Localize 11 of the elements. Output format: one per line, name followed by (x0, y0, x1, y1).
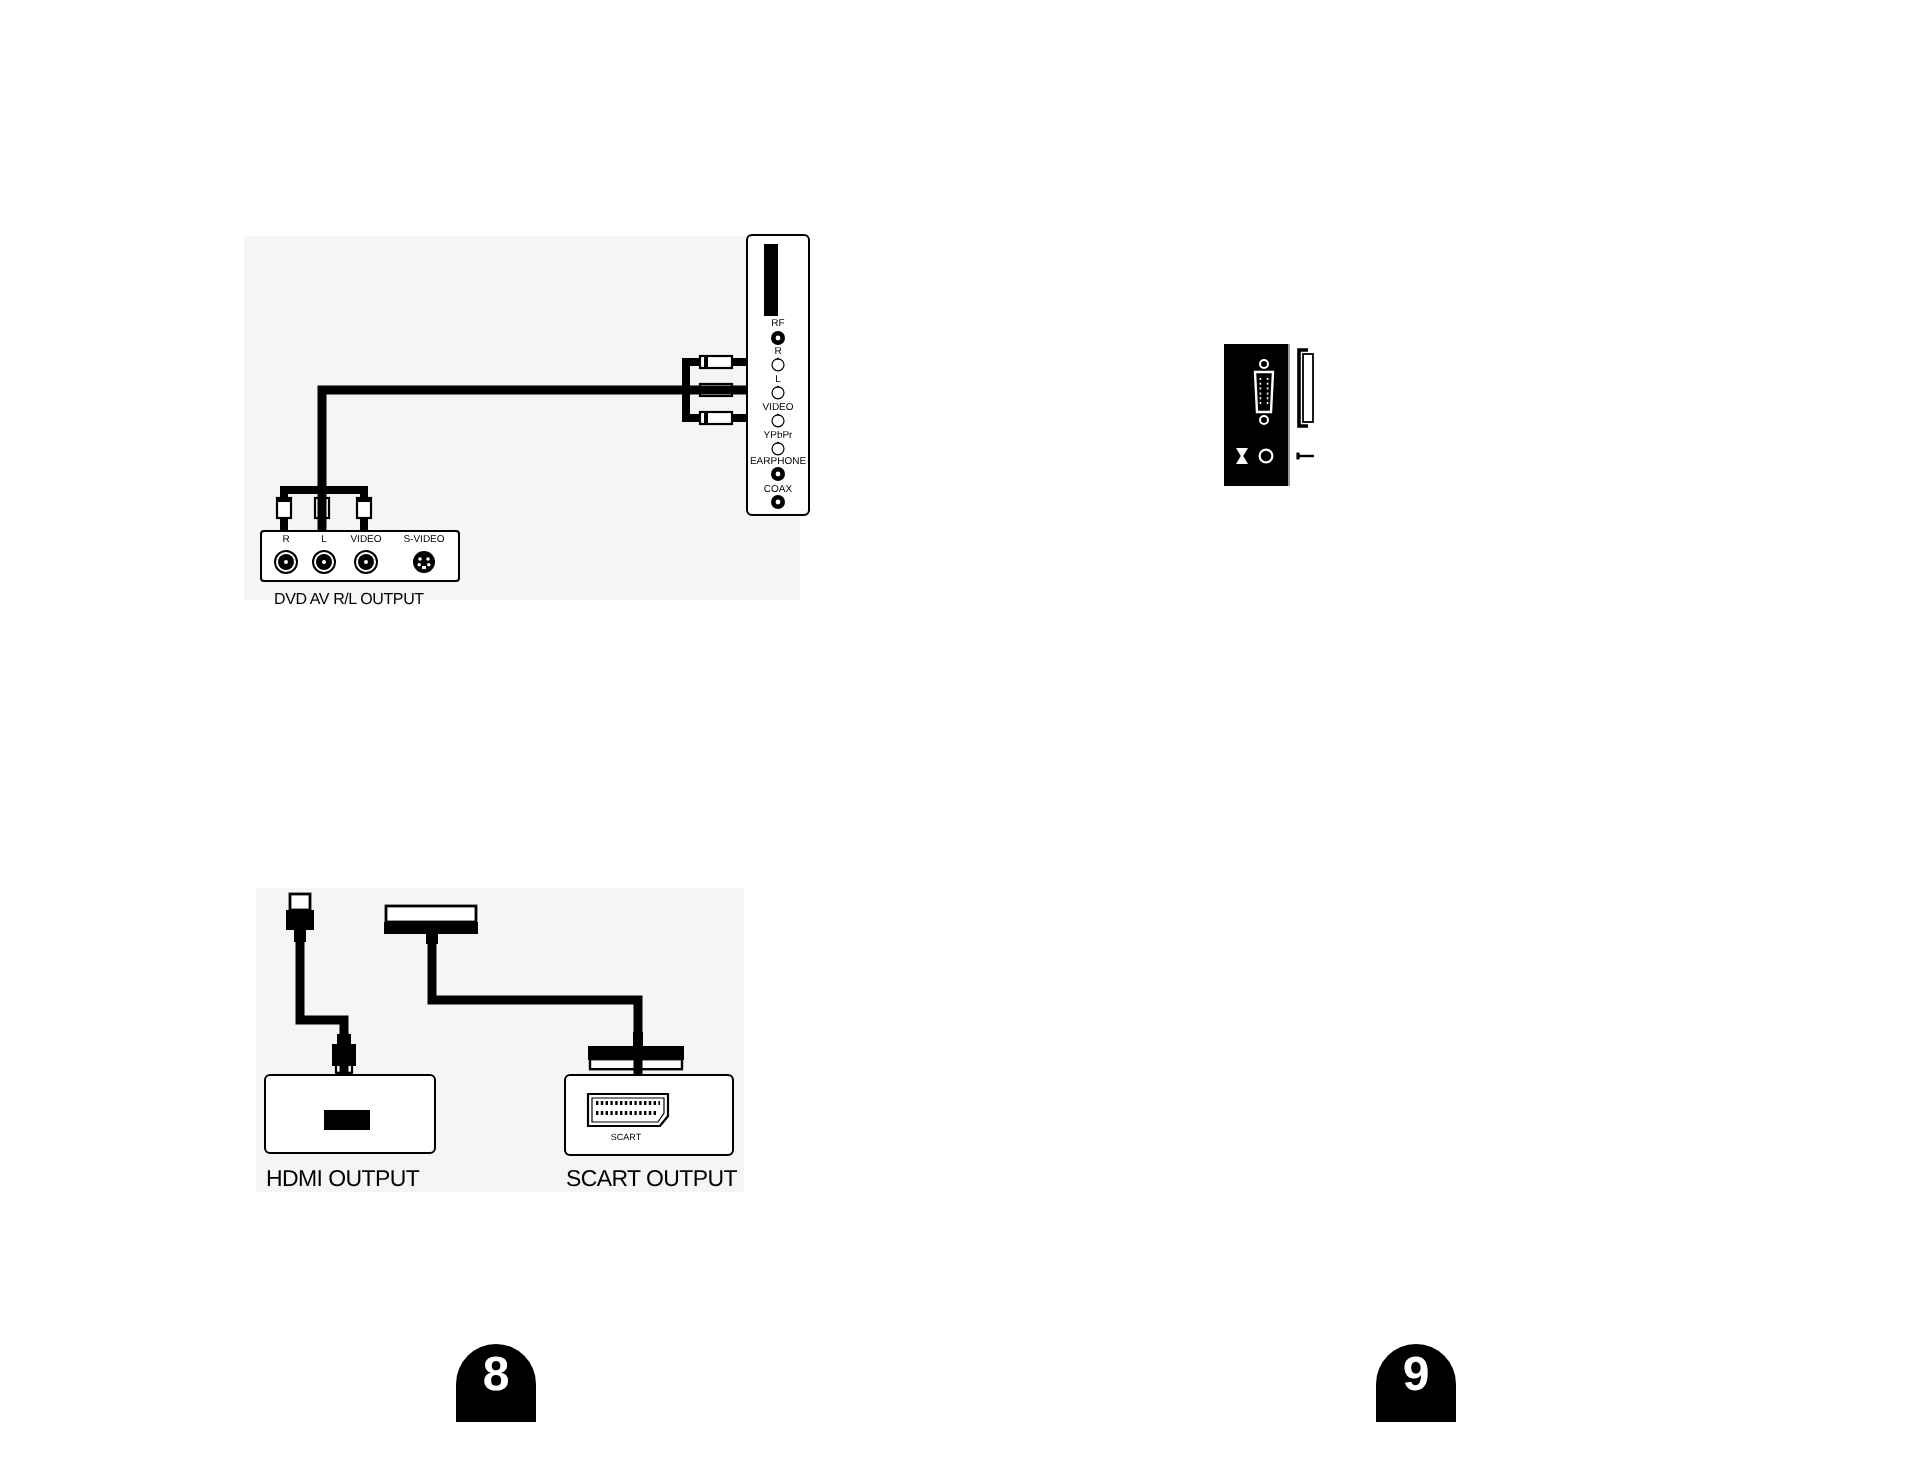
page-tab (456, 1344, 536, 1422)
side-panel (746, 234, 810, 516)
panel-caption: SCART OUTPUT (566, 1168, 737, 1192)
panel-caption: HDMI OUTPUT (266, 1168, 420, 1192)
cable (286, 892, 356, 1074)
page-tab (1376, 1344, 1456, 1422)
cable (384, 904, 684, 1074)
pc-input-panel (1224, 344, 1320, 486)
page-number: 8 (482, 1352, 510, 1400)
panel-caption: DVD AV R/L OUTPUT (274, 590, 424, 608)
page-number: 9 (1402, 1352, 1430, 1400)
